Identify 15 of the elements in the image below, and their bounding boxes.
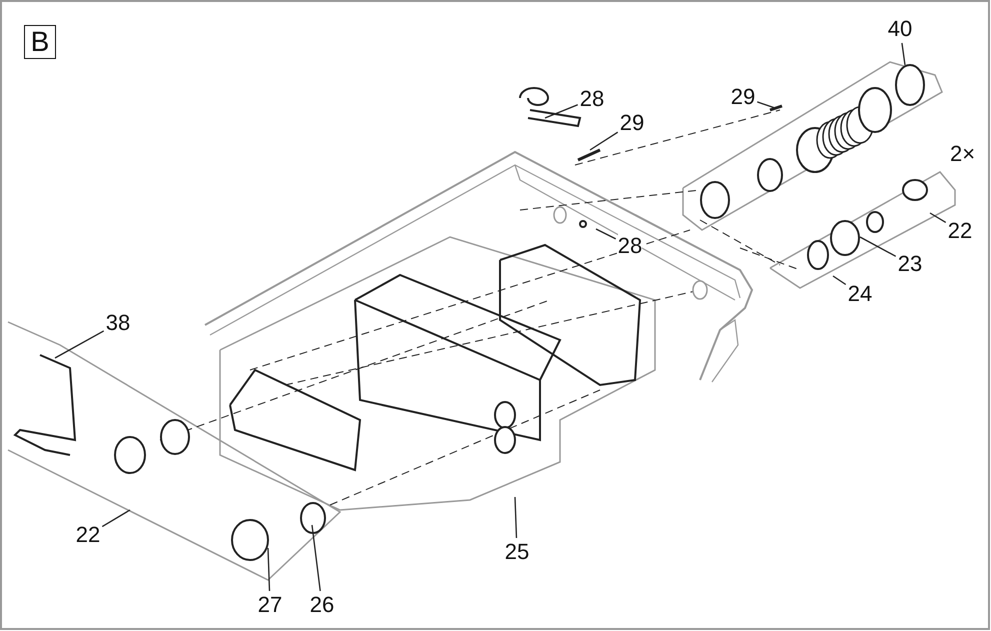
quantity-note: 2× bbox=[950, 142, 976, 166]
leader-line bbox=[596, 228, 616, 240]
panel-letter: B bbox=[24, 25, 56, 59]
leader-line bbox=[102, 509, 130, 528]
leader-line bbox=[590, 132, 618, 151]
leader-line bbox=[54, 330, 104, 359]
leader-line bbox=[514, 496, 518, 538]
leader-line bbox=[860, 236, 896, 257]
leader-line bbox=[544, 104, 578, 119]
leader-line bbox=[901, 42, 906, 66]
leader-line bbox=[311, 524, 321, 592]
leader-line bbox=[832, 275, 846, 286]
leader-line bbox=[757, 101, 776, 109]
leader-line bbox=[267, 548, 270, 592]
leader-line bbox=[930, 212, 946, 223]
